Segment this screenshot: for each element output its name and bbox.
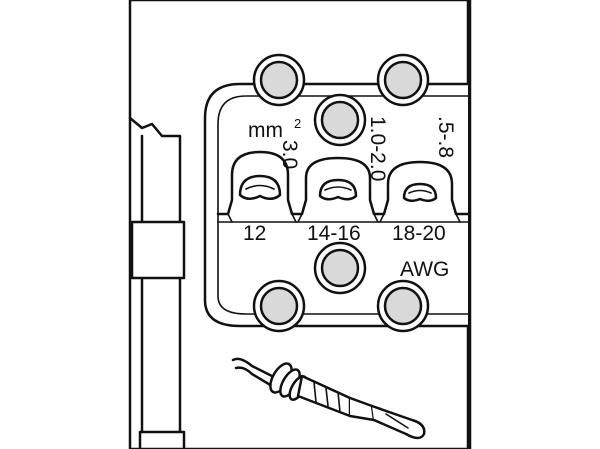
- bolt-center-bottom: [313, 241, 367, 295]
- label-awg-12: 12: [243, 222, 266, 245]
- label-mm-3-0: 3.0: [278, 140, 301, 169]
- label-mm-0-5-0-8: .5-.8: [434, 116, 457, 158]
- crimp-cavity-14-16: [318, 178, 358, 201]
- bolt-top-right: [376, 53, 430, 107]
- bolt-top-left: [252, 53, 306, 107]
- label-mm: mm: [248, 119, 283, 142]
- bolt-bottom-right: [376, 279, 430, 333]
- cable-wire: [231, 357, 278, 388]
- bolt-bottom-left: [252, 279, 306, 333]
- bolt-center-top: [313, 93, 367, 147]
- crimp-cavity-18-20: [402, 182, 438, 202]
- crimp-profile: [216, 150, 470, 223]
- label-mm-superscript: 2: [294, 116, 301, 131]
- crimp-cavity-12: [238, 174, 282, 200]
- label-awg-unit: AWG: [400, 258, 449, 281]
- label-awg-18-20: 18-20: [392, 222, 446, 245]
- label-mm-1-0-2-0: 1.0-2.0: [366, 116, 389, 181]
- release-lever: [128, 116, 186, 449]
- label-awg-14-16: 14-16: [307, 222, 361, 245]
- die-plate: [203, 82, 470, 328]
- crimp-contact-pin: [296, 374, 426, 440]
